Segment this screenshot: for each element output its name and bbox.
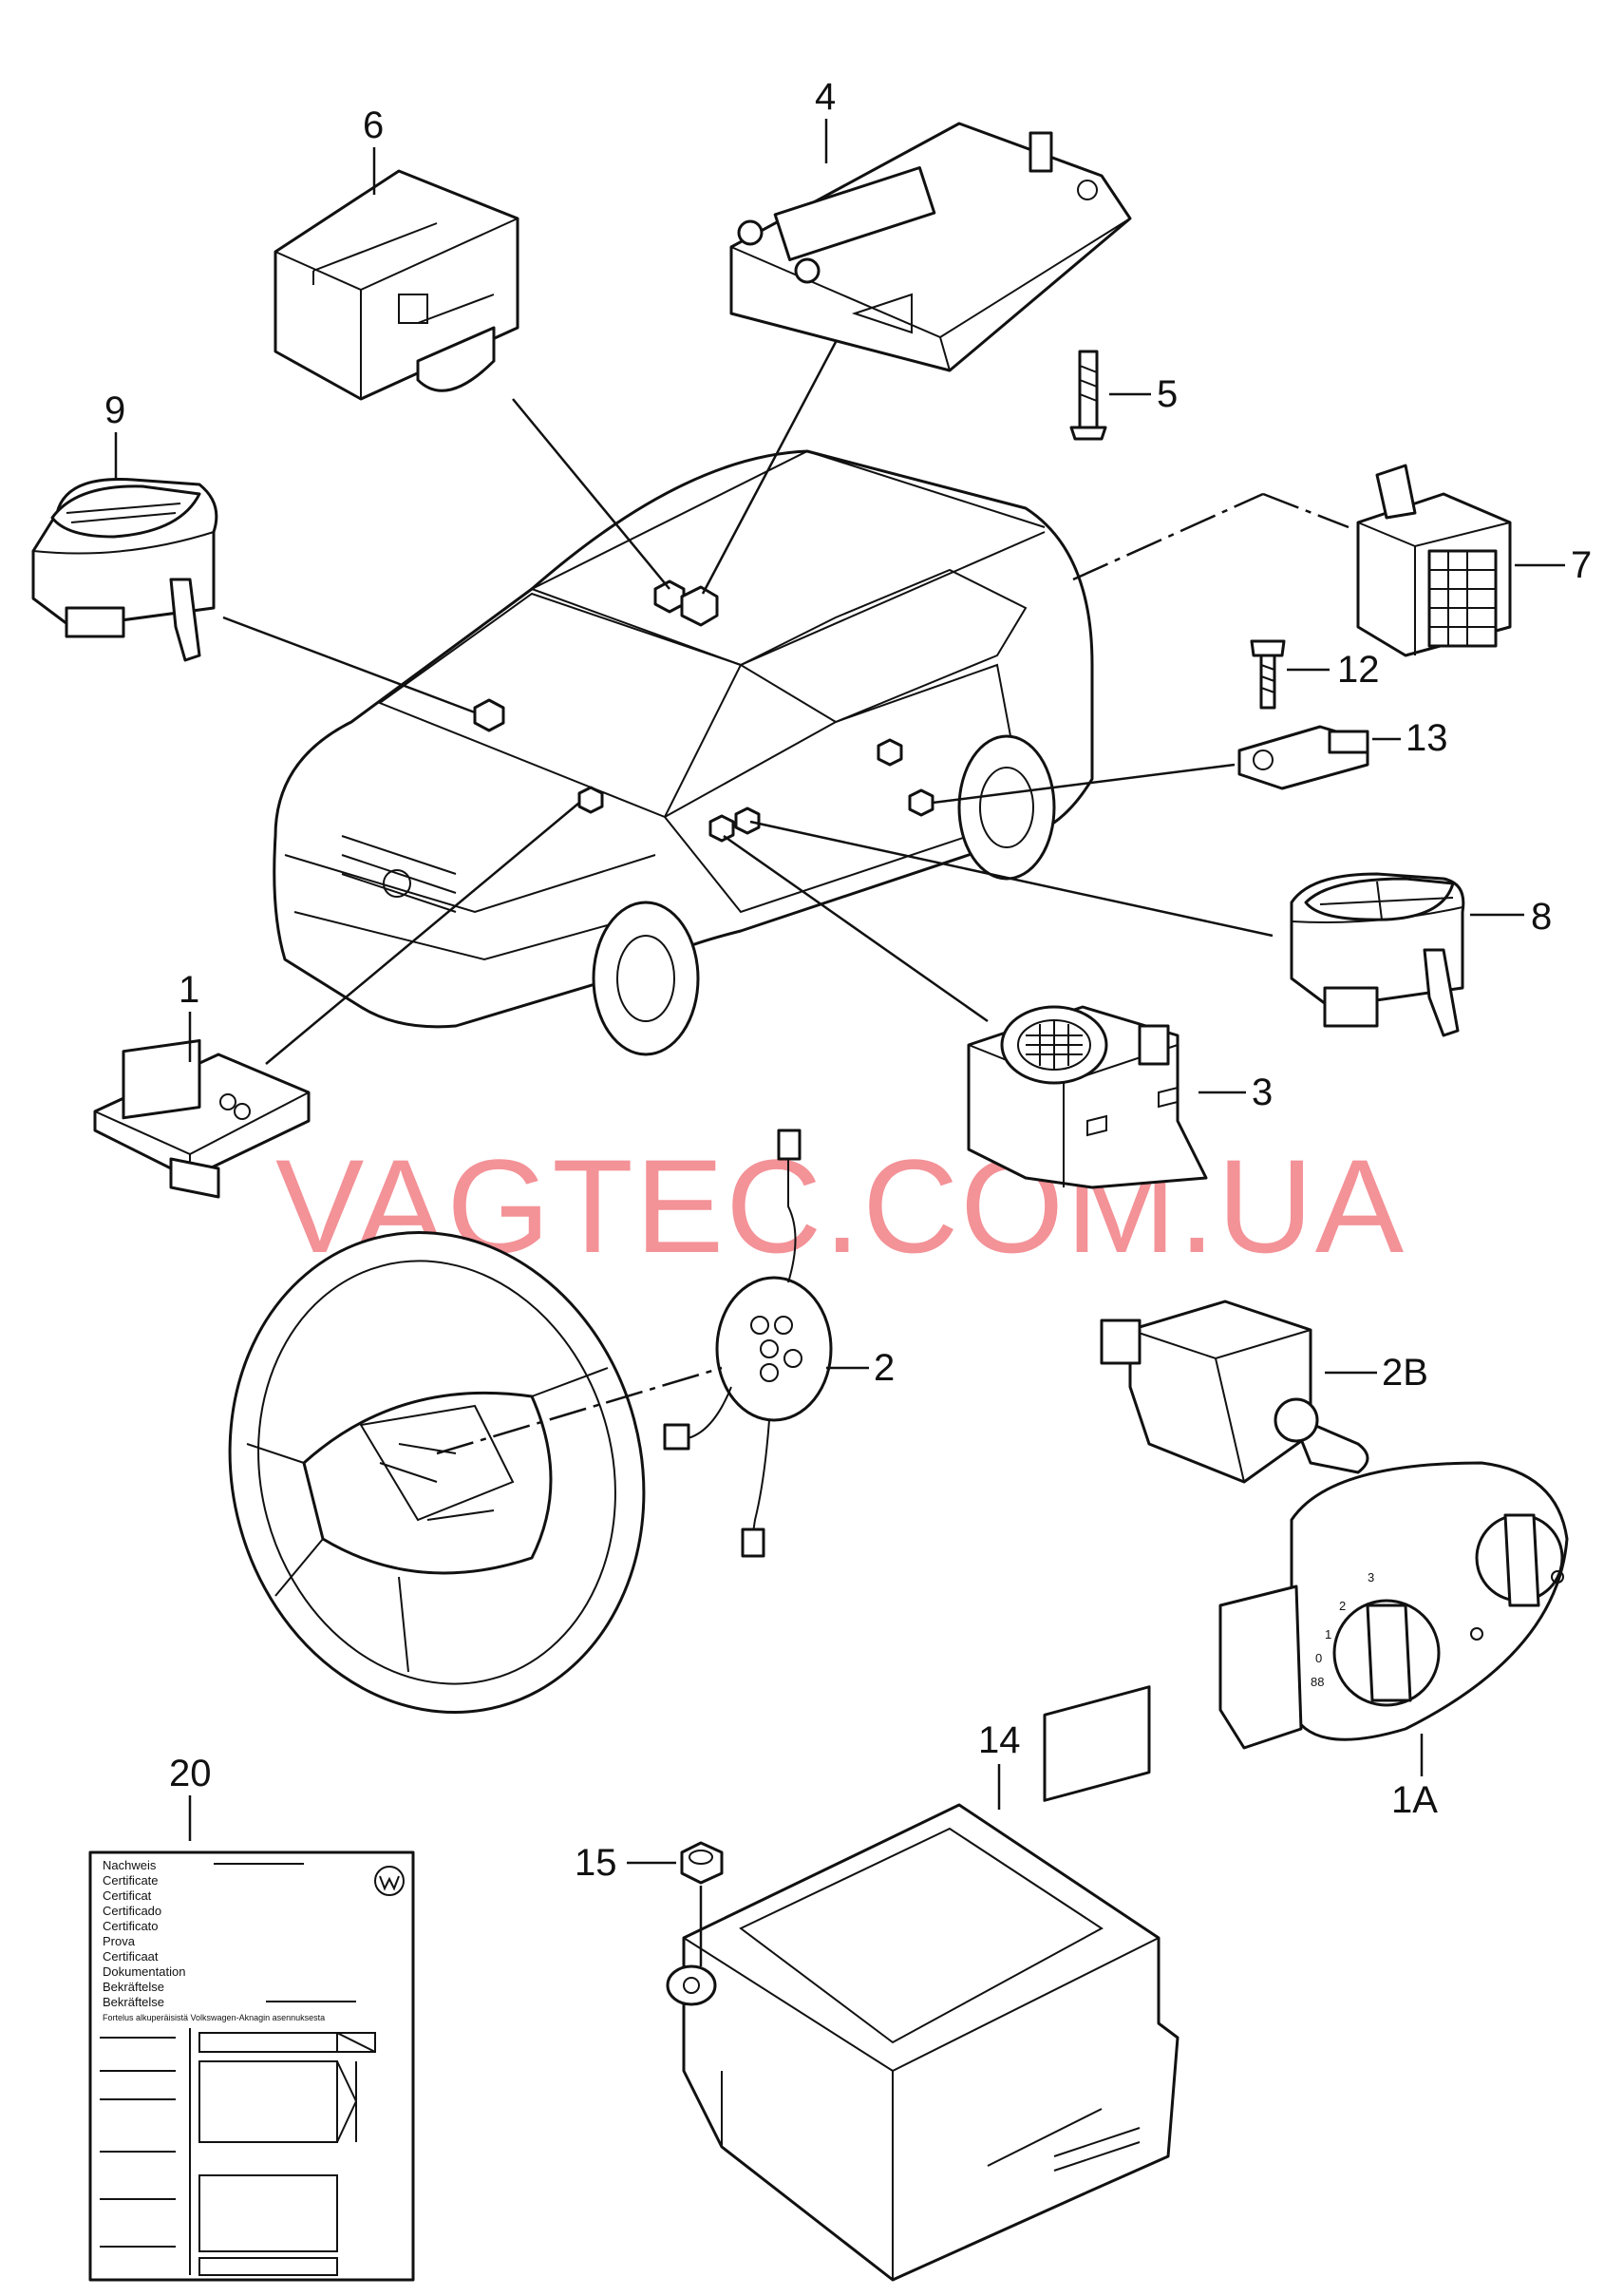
label-1: 1 [179,969,199,1011]
part-9-switch [31,477,218,662]
part-1A-light-switch [1218,1461,1569,1750]
cert-line-4: Certificado [103,1904,161,1918]
steering-wheel [228,1230,646,1715]
car-body [273,449,1094,1056]
label-9: 9 [104,389,125,431]
switch-mark-88: 88 [1311,1675,1324,1689]
cert-line-5: Certificato [103,1919,159,1933]
part-13-sensor [1237,725,1369,790]
label-20: 20 [169,1753,212,1794]
cert-line-2: Certificate [103,1873,159,1888]
part-12-screw [1250,639,1286,710]
part-20-certificate [88,1850,415,2282]
part-2B-switch [1100,1300,1369,1484]
part-1-relay [93,1038,311,1199]
cert-line-1: Nachweis [103,1858,157,1872]
label-15: 15 [575,1842,617,1884]
part-14-airbag-control-unit [666,1685,1180,2282]
part-3-sensor [967,1005,1208,1189]
cert-line-3: Certificat [103,1888,152,1903]
label-1A: 1A [1391,1779,1438,1821]
part-4-motor [729,122,1132,372]
cert-line-10: Bekräftelse [103,1995,164,2009]
hex-markers [473,579,934,843]
switch-mark-2: 2 [1339,1599,1346,1613]
cert-line-6: Prova [103,1934,136,1948]
cert-line-7: Certificaat [103,1949,159,1964]
label-6: 6 [363,104,384,146]
switch-mark-1: 1 [1325,1627,1331,1641]
cert-line-9: Bekräftelse [103,1980,164,1994]
switch-mark-3: 3 [1368,1570,1374,1584]
part-6-control-unit [274,169,519,401]
label-7: 7 [1571,544,1592,586]
label-2B: 2B [1382,1352,1428,1394]
leader-lines [222,341,1349,1065]
part-5-screw [1069,350,1107,441]
label-8: 8 [1531,896,1552,938]
part-2-clock-spring [436,1129,833,1558]
cert-footer: Fortelus alkuperäisistä Volkswagen-Aknag… [103,2013,325,2022]
part-8-window-switch [1290,872,1465,1037]
switch-mark-0: 0 [1315,1651,1322,1665]
label-3: 3 [1252,1072,1273,1113]
label-14: 14 [978,1719,1021,1761]
label-12: 12 [1337,649,1380,691]
cert-line-8: Dokumentation [103,1964,185,1979]
part-15-nut [680,1841,724,1966]
label-2: 2 [874,1347,895,1389]
label-4: 4 [815,76,836,118]
label-5: 5 [1157,373,1178,415]
part-7-connector [1356,464,1512,657]
label-13: 13 [1406,717,1448,759]
